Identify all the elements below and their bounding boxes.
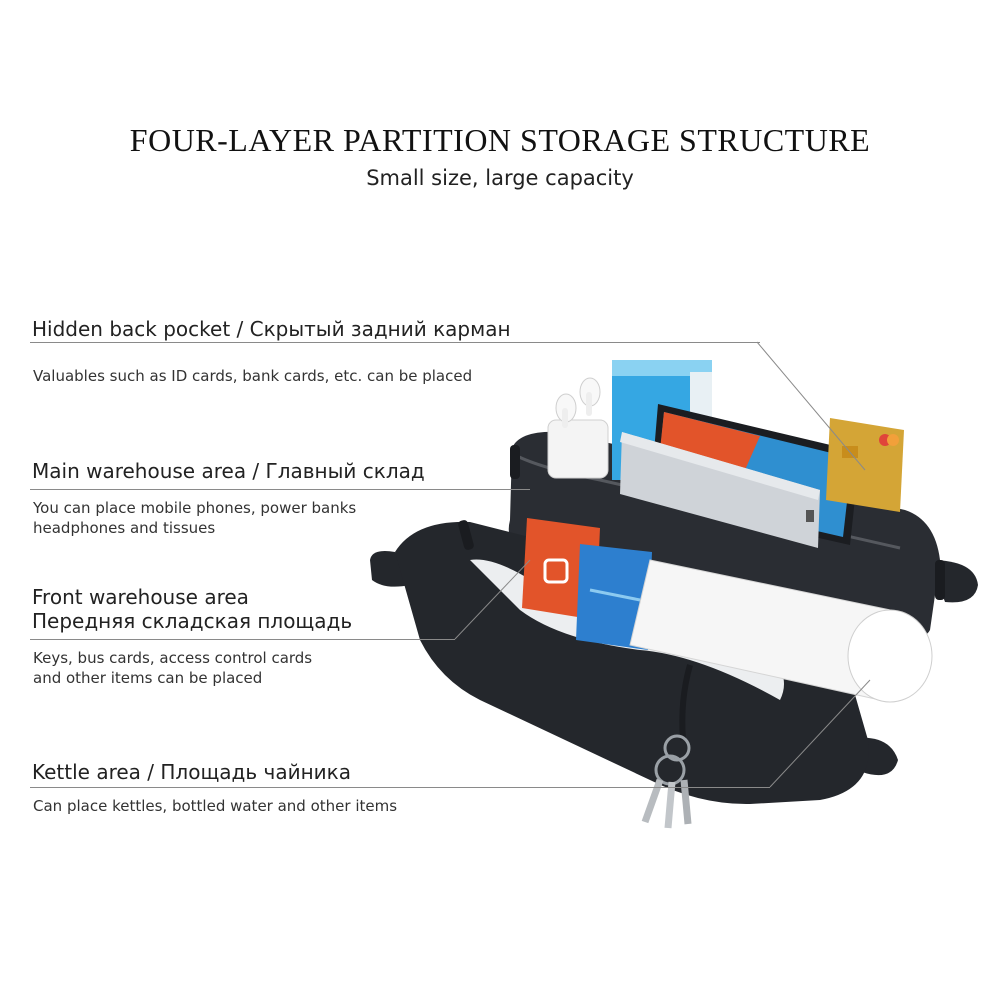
water-bottle	[629, 559, 933, 703]
section-desc-kettle: Can place kettles, bottled water and oth…	[33, 797, 398, 815]
zipper-pulls	[458, 445, 945, 600]
red-card	[522, 518, 600, 620]
section-heading-back-pocket: Hidden back pocket / Скрытый задний карм…	[32, 317, 511, 341]
section-heading-kettle: Kettle area / Площадь чайника	[32, 760, 351, 784]
power-bank	[620, 432, 820, 548]
back-zipper	[514, 453, 901, 550]
section-desc-main-line1: You can place mobile phones, power banks	[33, 499, 357, 517]
page-subtitle: Small size, large capacity	[366, 166, 634, 190]
section-desc-front-line1: Keys, bus cards, access control cards	[33, 649, 313, 667]
blue-card	[576, 544, 652, 650]
section-desc-front-line2: and other items can be placed	[33, 669, 263, 687]
strap-right-bottom	[855, 737, 898, 776]
strap-left	[370, 551, 410, 587]
section-desc-back-pocket: Valuables such as ID cards, bank cards, …	[33, 367, 473, 385]
book	[612, 360, 712, 480]
section-heading-main-warehouse: Main warehouse area / Главный склад	[32, 459, 425, 483]
section-heading-front-line2: Передняя складская площадь	[32, 609, 353, 633]
leader-line-kettle	[30, 787, 770, 788]
section-desc-main-line2: headphones and tissues	[33, 519, 216, 537]
page-title: FOUR-LAYER PARTITION STORAGE STRUCTURE	[129, 122, 871, 158]
keys	[641, 664, 693, 829]
earbuds-case	[547, 377, 609, 479]
strap-right-top	[930, 560, 978, 603]
leader-line-back-pocket	[30, 342, 760, 343]
bank-card	[826, 418, 904, 512]
front-opening	[470, 559, 784, 700]
section-heading-front-line1: Front warehouse area	[32, 585, 249, 609]
front-compartment	[395, 521, 869, 805]
back-compartment	[508, 431, 940, 638]
leader-line-front	[30, 639, 455, 640]
leader-line-main	[30, 489, 530, 490]
smartphone	[650, 404, 860, 545]
